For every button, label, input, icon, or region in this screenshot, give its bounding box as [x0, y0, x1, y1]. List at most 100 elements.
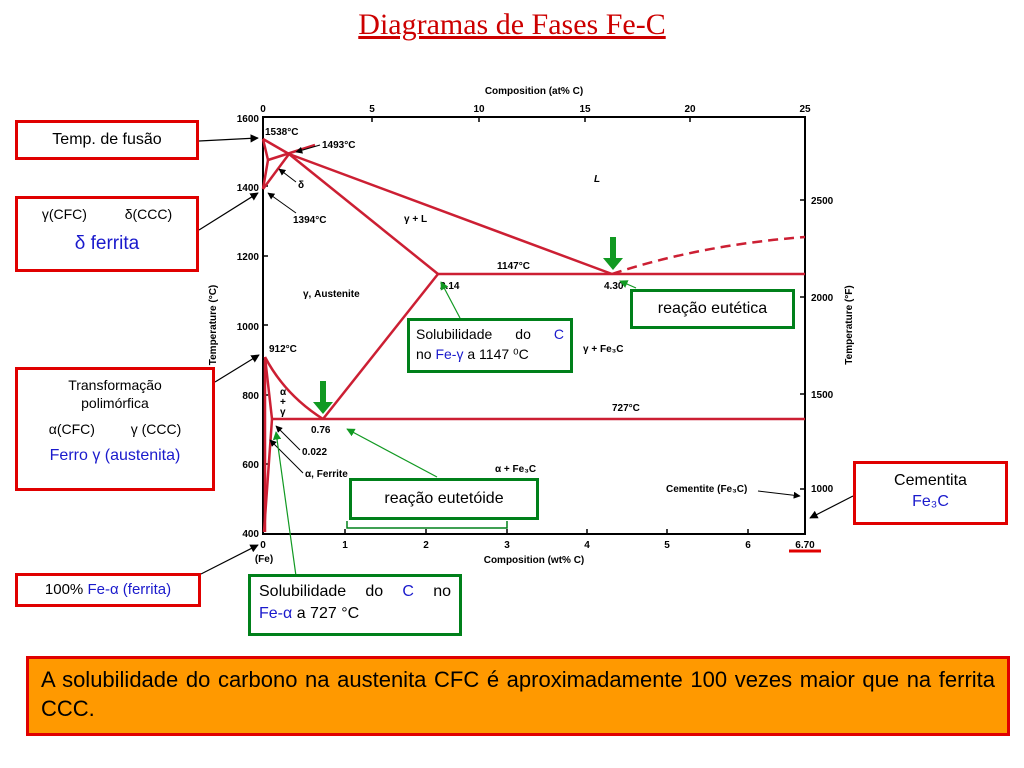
callout-cementita: Cementita Fe₃C — [853, 461, 1008, 525]
label-gamma-l: γ + L — [404, 214, 427, 225]
callout-reacao-eutetoide: reação eutetóide — [349, 478, 539, 520]
bottom-axis-label: Composition (wt% C) — [484, 555, 585, 566]
sol-alpha-text2: no — [433, 583, 451, 600]
top-tick: 20 — [684, 104, 696, 115]
left-tick: 800 — [242, 391, 259, 402]
top-tick: 5 — [369, 104, 375, 115]
label-912: 912°C — [269, 344, 297, 355]
label-delta: δ — [298, 180, 304, 191]
cementita-line2: Fe₃C — [912, 493, 949, 510]
diagram-labels: 1538°C 1493°C δ 1394°C L γ + L 1147°C 2.… — [265, 127, 801, 499]
acm-line — [322, 273, 439, 420]
bottom-tick: 3 — [504, 540, 510, 551]
callout-temp-fusao: Temp. de fusão — [15, 120, 199, 160]
delta-from: γ(CFC) — [41, 206, 87, 222]
callout-delta-ferrita: γ(CFC) δ(CCC) δ ferrita — [15, 196, 199, 272]
alpha-name: Fe-α (ferrita) — [87, 581, 172, 598]
bottom-tick: 0 — [260, 540, 266, 551]
label-0022: 0.022 — [302, 447, 327, 458]
eutectic-down-arrow — [603, 237, 623, 270]
page-title: Diagramas de Fases Fe-C — [358, 8, 666, 41]
eutectoid-down-arrow — [313, 381, 333, 414]
delta-ferrita-name: δ ferrita — [74, 233, 140, 254]
callout-reacao-eutetica: reação eutética — [630, 289, 795, 329]
delta-solidus — [261, 138, 270, 161]
temp-fusao-text: Temp. de fusão — [52, 131, 162, 148]
label-1394: 1394°C — [293, 215, 326, 226]
bottom-tick: 4 — [584, 540, 590, 551]
top-axis-ticks: 0 5 10 15 20 25 — [260, 104, 811, 122]
right-tick: 1000 — [811, 484, 834, 495]
callout-solubilidade-alpha: Solubilidade do C no Fe-α a 727 °C — [248, 574, 462, 636]
label-1538: 1538°C — [265, 127, 298, 138]
alpha-prefix: 100% — [44, 581, 84, 598]
label-alpha-1: α — [280, 387, 287, 398]
left-tick: 1600 — [237, 114, 260, 125]
right-axis-label: Temperature (°F) — [844, 285, 855, 364]
callout-solubilidade-gamma: Solubilidade do C no Fe-γ a 1147 ⁰C — [407, 318, 573, 373]
ferro-gamma-name: Ferro γ (austenita) — [49, 447, 181, 464]
transf-line1: Transformação — [68, 377, 162, 393]
bottom-tick: 6 — [745, 540, 751, 551]
top-tick: 0 — [260, 104, 266, 115]
delta-to: δ(CCC) — [124, 206, 173, 222]
phase-boundaries — [261, 137, 806, 533]
right-tick: 2500 — [811, 196, 834, 207]
bottom-axis-ticks: 0 1 2 3 4 5 6 6.70 — [260, 529, 815, 551]
eutetica-text: reação eutética — [657, 300, 768, 317]
label-1493: 1493°C — [322, 140, 355, 151]
label-alpha-2: + — [280, 397, 286, 408]
sol-alpha-text1: Solubilidade do — [259, 583, 384, 600]
sol-gamma-c: C — [553, 326, 565, 342]
delta-gamma-lower — [261, 153, 291, 190]
transf-from: α(CFC) — [48, 421, 95, 437]
cementita-line1: Cementita — [894, 472, 967, 489]
bottom-tick-670: 6.70 — [795, 540, 815, 551]
sol-gamma-text1: Solubilidade do — [416, 326, 531, 342]
callout-alpha-ferrita: 100% Fe-α (ferrita) — [15, 573, 201, 607]
label-ferrite: α, Ferrite — [305, 469, 348, 480]
label-727: 727°C — [612, 403, 640, 414]
label-1147: 1147°C — [497, 261, 530, 272]
label-austenite: γ, Austenite — [303, 289, 360, 300]
bottom-tick: 5 — [664, 540, 670, 551]
right-axis-ticks: 2500 2000 1500 1000 — [800, 196, 834, 495]
fe-label: (Fe) — [255, 554, 273, 565]
transf-to: γ (CCC) — [130, 421, 182, 437]
right-tick: 1500 — [811, 390, 834, 401]
sol-gamma-fe: Fe-γ — [435, 346, 464, 362]
label-430: 4.30 — [604, 281, 624, 292]
top-tick: 10 — [473, 104, 485, 115]
left-axis-label: Temperature (°C) — [208, 285, 219, 366]
top-tick: 15 — [579, 104, 591, 115]
left-tick: 1200 — [237, 252, 260, 263]
summary-box: A solubilidade do carbono na austenita C… — [26, 656, 1010, 736]
label-cementite: Cementite (Fe₃C) — [666, 484, 747, 495]
eutectoid-bracket — [346, 521, 508, 529]
eutetoide-text: reação eutetóide — [384, 490, 504, 507]
top-axis-label: Composition (at% C) — [485, 86, 583, 97]
right-tick: 2000 — [811, 293, 834, 304]
label-alpha-3: γ — [280, 407, 286, 418]
sol-gamma-text3: a 1147 ⁰C — [467, 346, 529, 362]
left-tick: 1400 — [237, 183, 260, 194]
label-076: 0.76 — [311, 425, 331, 436]
liquidus-line — [262, 137, 613, 276]
alpha-solvus — [262, 356, 274, 533]
peritectic-line — [267, 143, 316, 162]
gamma-solidus — [288, 153, 439, 275]
delta-gamma-boundary — [261, 159, 270, 190]
sol-gamma-text2: no — [416, 346, 432, 362]
label-liquid: L — [594, 174, 600, 185]
label-214: 2.14 — [440, 281, 460, 292]
a3-line — [263, 356, 324, 421]
sol-alpha-text3: a 727 °C — [296, 605, 360, 622]
left-tick: 600 — [242, 460, 259, 471]
sol-alpha-fe: Fe-α — [259, 605, 293, 622]
transf-line2: polimórfica — [81, 395, 149, 411]
label-gamma-fe3c: γ + Fe₃C — [583, 344, 623, 355]
sol-alpha-c: C — [402, 583, 414, 600]
label-alpha-fe3c: α + Fe₃C — [495, 464, 536, 475]
liquidus-cementite-dashed — [611, 235, 806, 276]
